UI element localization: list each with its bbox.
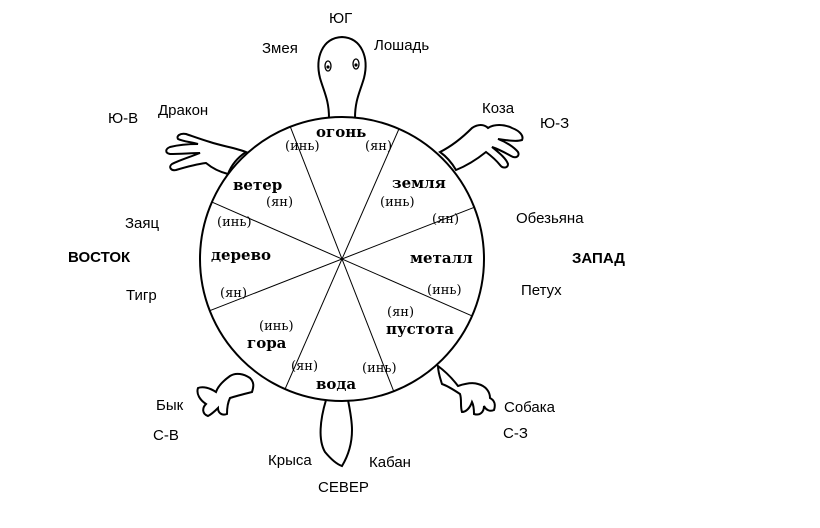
element-water: вода — [316, 375, 356, 393]
animal-dragon: Дракон — [158, 102, 208, 119]
turtle-tail — [319, 399, 354, 468]
direction-south: ЮГ — [329, 10, 352, 27]
earth-yin: (инь) — [380, 195, 415, 210]
animal-rooster: Петух — [521, 282, 562, 299]
animal-snake: Змея — [262, 40, 298, 57]
element-void: пустота — [386, 320, 454, 338]
turtle-flipper-upper-right — [438, 124, 524, 172]
turtle-flipper-upper-left — [165, 132, 249, 176]
void-yang: (ян) — [387, 305, 414, 320]
shell-divider-line — [209, 206, 475, 312]
direction-east: ВОСТОК — [68, 249, 131, 266]
animal-rabbit: Заяц — [125, 215, 160, 232]
direction-south-west: Ю-З — [540, 115, 569, 132]
direction-north-east: С-В — [153, 427, 179, 444]
metal-yin: (инь) — [427, 283, 462, 298]
animal-horse: Лошадь — [374, 37, 429, 54]
animal-tiger: Тигр — [126, 287, 157, 304]
shell-divider-lines — [209, 126, 475, 392]
water-yin: (инь) — [362, 361, 397, 376]
element-wind: ветер — [233, 176, 282, 194]
mountain-yin: (инь) — [259, 319, 294, 334]
animal-dog: Собака — [504, 399, 556, 416]
direction-south-east: Ю-В — [108, 110, 138, 127]
animal-boar: Кабан — [369, 454, 411, 471]
wind-yang: (ян) — [266, 195, 293, 210]
wood-yin: (инь) — [217, 215, 252, 230]
turtle-head — [317, 35, 367, 119]
direction-north-west: С-З — [503, 425, 528, 442]
water-yang: (ян) — [291, 359, 318, 374]
element-fire: огонь — [316, 123, 366, 141]
fire-yang: (ян) — [365, 139, 392, 154]
wood-yang: (ян) — [220, 286, 247, 301]
element-mountain: гора — [247, 334, 287, 352]
element-earth: земля — [392, 174, 446, 192]
direction-west: ЗАПАД — [572, 250, 625, 267]
element-metal: металл — [410, 249, 473, 267]
animal-ox: Бык — [156, 397, 184, 414]
animal-monkey: Обезьяна — [516, 210, 584, 227]
animal-goat: Коза — [482, 100, 515, 117]
turtle-leg-lower-left — [196, 372, 255, 418]
animal-rat: Крыса — [268, 452, 312, 469]
element-wood: дерево — [211, 246, 271, 264]
metal-yang: (ян) — [432, 212, 459, 227]
turtle-leg-lower-right — [436, 363, 496, 416]
fire-yin: (инь) — [285, 139, 320, 154]
direction-north: СЕВЕР — [318, 479, 369, 496]
